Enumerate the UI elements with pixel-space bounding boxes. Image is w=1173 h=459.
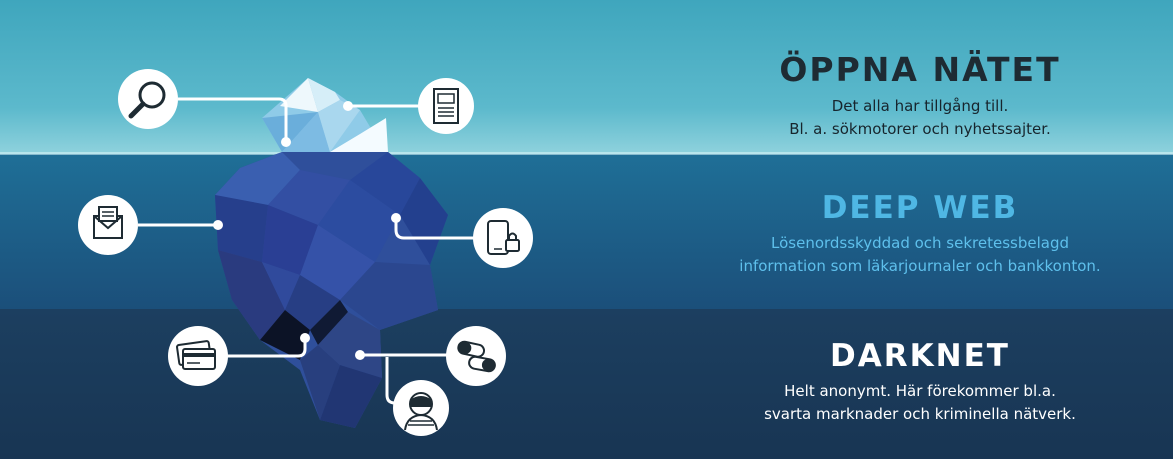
deep-water	[0, 154, 1173, 309]
connector-dots	[213, 101, 401, 360]
credit-card-icon	[168, 326, 228, 386]
layer-description-line: Bl. a. sökmotorer och nyhetssajter.	[789, 120, 1051, 138]
layer-title: DARKNET	[830, 338, 1010, 374]
layer-description: Lösenordsskyddad och sekretessbelagd inf…	[700, 232, 1140, 278]
surface-water	[0, 0, 1173, 154]
layer-title: DEEP WEB	[821, 190, 1019, 226]
iceberg-tip	[262, 78, 388, 152]
iceberg-underwater	[215, 152, 448, 428]
email-icon	[78, 195, 138, 255]
layer-open-web: ÖPPNA NÄTET Det alla har tillgång till. …	[700, 50, 1140, 141]
layer-description: Helt anonymt. Här förekommer bl.a. svart…	[700, 380, 1140, 426]
search-icon	[118, 69, 178, 129]
masked-criminal-icon	[393, 380, 449, 436]
layer-title: ÖPPNA NÄTET	[779, 50, 1061, 89]
layer-description-line: Det alla har tillgång till.	[831, 97, 1009, 115]
layer-description-line: information som läkarjournaler och bankk…	[739, 257, 1101, 275]
layer-deep-web: DEEP WEB Lösenordsskyddad och sekretessb…	[700, 190, 1140, 278]
layer-description-line: Lösenordsskyddad och sekretessbelagd	[771, 234, 1069, 252]
locked-phone-icon	[473, 208, 533, 268]
layer-darknet: DARKNET Helt anonymt. Här förekommer bl.…	[700, 338, 1140, 426]
newspaper-icon	[418, 78, 474, 134]
pills-icon	[446, 326, 506, 386]
layer-description: Det alla har tillgång till. Bl. a. sökmo…	[700, 95, 1140, 141]
layer-description-line: Helt anonymt. Här förekommer bl.a.	[784, 382, 1056, 400]
layer-description-line: svarta marknader och kriminella nätverk.	[764, 405, 1076, 423]
waterline	[0, 152, 1173, 155]
